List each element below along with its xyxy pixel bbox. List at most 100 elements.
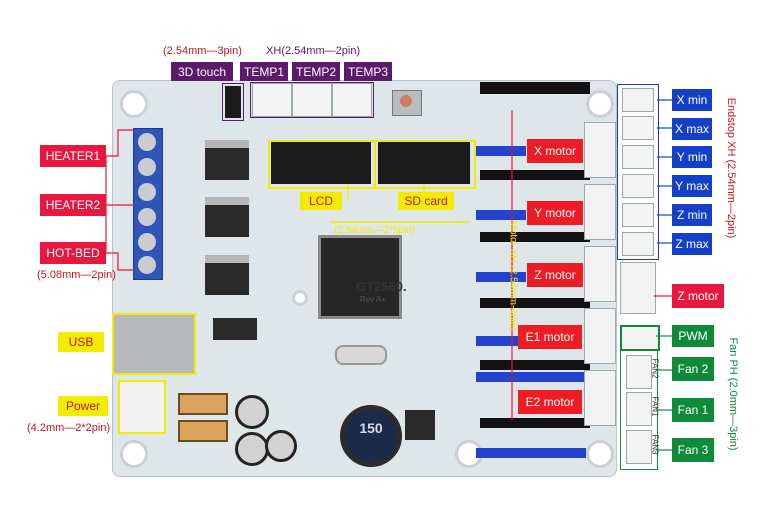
xh-pin-note: XH(2.54mm—2pin) [266,45,361,57]
pin-row [476,210,526,220]
capacitor [235,395,269,429]
heater-pin-note: (5.08mm—2pin) [37,269,116,281]
pwm-label: PWM [672,325,714,347]
lcd-header [271,142,371,184]
fan-pin-note: Fan PH (2.0mm—3pin) [727,337,739,451]
fan3-label: Fan 3 [672,438,714,462]
endstop-connector [622,145,654,169]
fuse [178,393,228,415]
xmin-label: X min [672,89,712,111]
sdcard-label: SD card [398,192,454,210]
mounting-hole [120,90,148,118]
regulator [405,410,435,440]
pin-row [476,336,526,346]
usb-connector [112,313,196,375]
mounting-hole [586,90,614,118]
temp-outline [250,82,374,118]
ic-chip [213,318,257,340]
3dtouch-label: 3D touch [171,62,233,81]
z-motor-right-label: Z motor [672,284,724,308]
e2-motor-label: E2 motor [518,390,582,414]
mounting-hole [120,440,148,468]
pin-row [476,372,586,382]
3dtouch-pin-note: (2.54mm—3pin) [163,45,242,57]
fan2-label: Fan 2 [672,357,714,381]
driver-socket [480,360,590,370]
inductor [340,405,402,467]
temp3-connector [332,83,372,117]
driver-socket [480,232,590,242]
endstop-pin-note: Endstop XH (2.54mm—2pin) [725,97,737,239]
driver-socket [480,170,590,180]
x-motor-label: X motor [527,139,583,163]
motor-connector-e2 [584,370,616,426]
fan3-connector [626,430,652,464]
hotbed-label: HOT-BED [40,242,106,264]
motor-xh-note: Motor XH (2.54mm-4pin) [507,220,519,331]
mounting-hole [292,290,308,306]
fuse [178,420,228,442]
temp1-connector [252,83,292,117]
fan1-connector [626,392,652,426]
header-pitch-note: (2.54mm—2*5pin) [334,225,416,236]
terminal-screw [138,133,156,151]
motor-connector-z [584,246,616,302]
z-motor-label: Z motor [527,263,583,287]
xmax-label: X max [672,118,712,140]
mcu-chip [318,235,402,319]
heater-terminal-block [133,128,163,280]
temp2-connector [292,83,332,117]
endstop-outline [617,84,659,260]
motor-connector-e1 [584,308,616,364]
temp2-label: TEMP2 [292,62,340,81]
endstop-connector [622,88,654,112]
pin-row [476,448,586,458]
temp3-label: TEMP3 [344,62,392,81]
pwm-connector [620,325,660,351]
mosfet [205,197,249,237]
terminal-screw [138,208,156,226]
zmax-label: Z max [672,233,712,255]
fan2-connector [626,355,652,389]
endstop-connector [622,203,654,227]
driver-socket-x [480,82,590,94]
pin-row [476,272,526,282]
endstop-connector [622,232,654,256]
driver-socket [480,298,590,308]
driver-socket [480,418,590,428]
power-label: Power [58,396,108,416]
sdcard-header-outline [374,140,476,189]
motor-connector-x [584,122,616,178]
board-revision: Rev A+ [360,295,387,304]
3dtouch-outline [222,83,244,121]
zmin-label: Z min [672,204,712,226]
3dtouch-header [225,86,241,118]
inductor-label: 150 [359,420,383,436]
mounting-hole [586,440,614,468]
ymax-label: Y max [672,175,712,197]
endstop-connector [622,174,654,198]
temp1-label: TEMP1 [240,62,288,81]
heater2-label: HEATER2 [40,194,106,216]
reset-button-cap [400,95,412,107]
e1-motor-label: E1 motor [518,325,582,349]
terminal-screw [138,256,156,274]
motor-connector-z2 [620,262,656,314]
capacitor [265,430,297,462]
mosfet [205,255,249,295]
ymin-label: Y min [672,146,712,168]
sdcard-header [378,142,470,184]
y-motor-label: Y motor [527,201,583,225]
endstop-connector [622,116,654,140]
lcd-label: LCD [300,192,342,210]
board-model: GT2560. [356,279,407,294]
motor-connector-y [584,184,616,240]
terminal-screw [138,233,156,251]
crystal [335,345,387,365]
terminal-screw [138,158,156,176]
mosfet [205,140,249,180]
pin-row [476,146,526,156]
heater1-label: HEATER1 [40,145,106,167]
usb-label: USB [58,332,104,352]
